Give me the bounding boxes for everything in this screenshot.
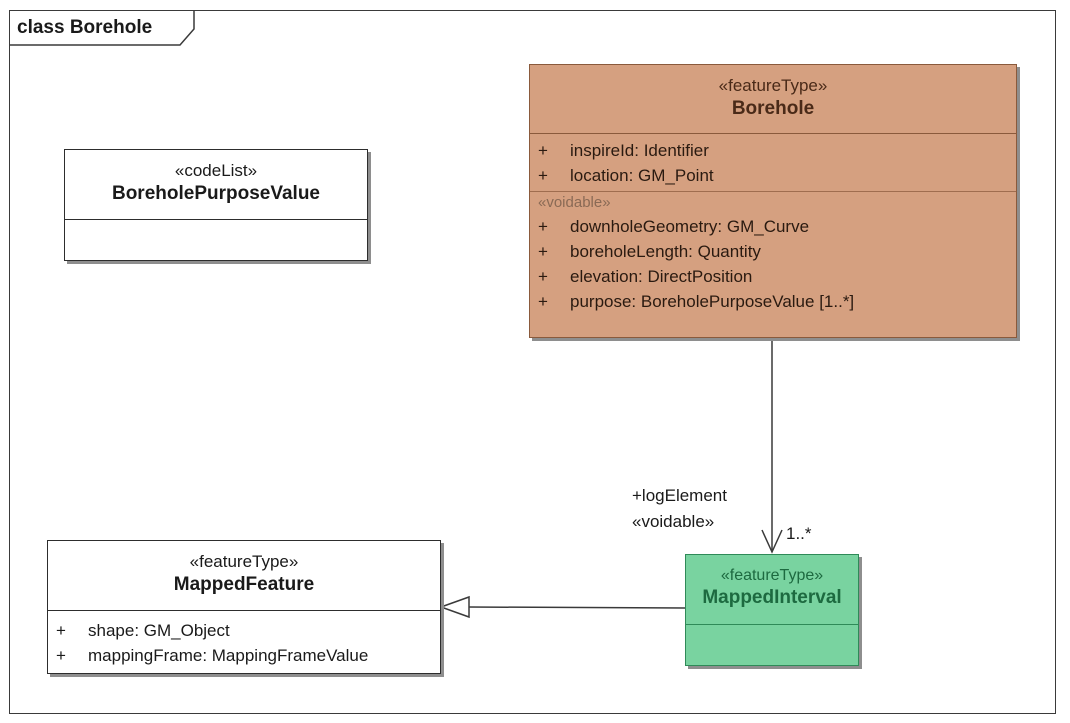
class-stereotype: «featureType» [720,567,824,584]
class-name: MappedInterval [702,587,842,608]
class-header: «featureType» MappedFeature [48,541,440,611]
association-arrowhead [761,529,783,554]
attribute-row: + location: GM_Point [530,163,1016,188]
voidable-stereotype: «voidable» [538,194,611,211]
attribute-compartment: + inspireId: Identifier + location: GM_P… [530,134,1016,188]
class-mapped-feature[interactable]: «featureType» MappedFeature + shape: GM_… [47,540,441,674]
association-role-stereotype: «voidable» [632,512,715,531]
class-header: «codeList» BoreholePurposeValue [65,150,367,220]
class-borehole[interactable]: «featureType» Borehole + inspireId: Iden… [529,64,1017,338]
frame-label-tab [10,11,195,46]
attribute-text: purpose: BoreholePurposeValue [1..*] [570,292,855,311]
attribute-row: + shape: GM_Object [48,618,440,643]
class-mapped-interval[interactable]: «featureType» MappedInterval [685,554,859,666]
visibility-marker: + [538,267,548,286]
visibility-marker: + [56,646,66,665]
class-name: Borehole [731,98,815,119]
class-header: «featureType» MappedInterval [686,555,858,625]
attribute-text: elevation: DirectPosition [570,267,753,286]
voidable-section: «voidable» + downholeGeometry: GM_Curve … [530,191,1016,314]
class-borehole-purpose-value[interactable]: «codeList» BoreholePurposeValue [64,149,368,261]
association-role-label: +logElement [632,486,727,505]
attribute-text: mappingFrame: MappingFrameValue [88,646,369,665]
class-name: MappedFeature [173,574,315,595]
attribute-row: + inspireId: Identifier [530,138,1016,163]
visibility-marker: + [538,242,548,261]
diagram-frame: class Borehole [9,10,1056,714]
attribute-text: shape: GM_Object [88,621,230,640]
visibility-marker: + [538,292,548,311]
class-stereotype: «featureType» [718,76,828,95]
attribute-compartment: + shape: GM_Object + mappingFrame: Mappi… [48,611,440,668]
class-stereotype: «featureType» [189,552,299,571]
attribute-text: inspireId: Identifier [570,141,709,160]
generalization-triangle [438,595,470,619]
attribute-row: + mappingFrame: MappingFrameValue [48,643,440,668]
attribute-text: downholeGeometry: GM_Curve [570,217,810,236]
visibility-marker: + [56,621,66,640]
class-stereotype: «codeList» [174,161,258,180]
class-name: BoreholePurposeValue [111,183,320,204]
class-header: «featureType» Borehole [530,65,1016,134]
generalization-line [467,606,686,609]
attribute-row: + purpose: BoreholePurposeValue [1..*] [530,289,1016,314]
attribute-row: + downholeGeometry: GM_Curve [530,214,1016,239]
visibility-marker: + [538,217,548,236]
attribute-text: location: GM_Point [570,166,714,185]
attribute-row: + elevation: DirectPosition [530,264,1016,289]
association-multiplicity: 1..* [786,524,812,543]
frame-title: class Borehole [17,17,153,38]
attribute-row: + boreholeLength: Quantity [530,239,1016,264]
visibility-marker: + [538,166,548,185]
attribute-text: boreholeLength: Quantity [570,242,761,261]
visibility-marker: + [538,141,548,160]
